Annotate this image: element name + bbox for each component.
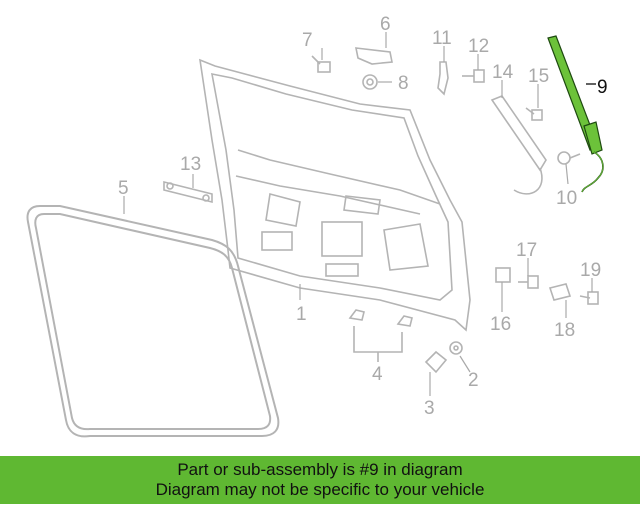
callout-7: 7 <box>302 30 313 51</box>
part-7-bolt <box>311 55 331 73</box>
part-3-bumper <box>424 350 448 374</box>
part-8-nut <box>362 74 378 90</box>
callout-9: 9 <box>597 77 608 98</box>
part-13-handle <box>163 180 213 204</box>
callout-11: 11 <box>432 28 452 49</box>
callout-16: 16 <box>490 314 511 335</box>
callout-1: 1 <box>296 304 307 325</box>
leader-lines <box>123 32 593 396</box>
part-18-bracket <box>548 283 572 301</box>
callout-17: 17 <box>516 240 537 261</box>
part-1-liftgate <box>199 58 471 332</box>
callout-6: 6 <box>380 14 391 35</box>
part-14-channel <box>490 95 547 195</box>
callout-12: 12 <box>468 36 489 57</box>
callout-10: 10 <box>556 188 577 209</box>
part-11-bracket <box>437 61 449 96</box>
callout-2: 2 <box>468 370 479 391</box>
parts-diagram: 1 2 3 4 5 6 7 8 9 10 11 12 13 14 15 16 1… <box>26 14 608 438</box>
callout-4: 4 <box>372 364 383 385</box>
callout-14: 14 <box>492 62 514 83</box>
callout-13: 13 <box>180 154 201 175</box>
part-17-bolt <box>518 275 539 289</box>
callout-15: 15 <box>528 66 549 87</box>
callout-18: 18 <box>554 320 575 341</box>
part-15-bolt <box>525 107 543 121</box>
callout-3: 3 <box>424 398 435 419</box>
callout-19: 19 <box>580 260 601 281</box>
part-5-weatherstrip <box>26 205 280 438</box>
part-19-bolt <box>579 291 599 305</box>
part-16-bracket <box>495 267 511 283</box>
callout-5: 5 <box>118 178 129 199</box>
part-9-lift-support <box>547 35 604 193</box>
part-2-washer <box>449 341 463 355</box>
part-4-brackets <box>348 309 413 362</box>
banner-line-2: Diagram may not be specific to your vehi… <box>155 480 485 499</box>
part-12-bolt <box>462 69 485 83</box>
callout-8: 8 <box>398 73 409 94</box>
highlight-banner: Part or sub-assembly is #9 in diagram Di… <box>0 456 640 504</box>
banner-line-1: Part or sub-assembly is #9 in diagram <box>177 460 463 479</box>
part-10-stud <box>557 151 581 165</box>
part-6-hinge <box>354 47 393 65</box>
